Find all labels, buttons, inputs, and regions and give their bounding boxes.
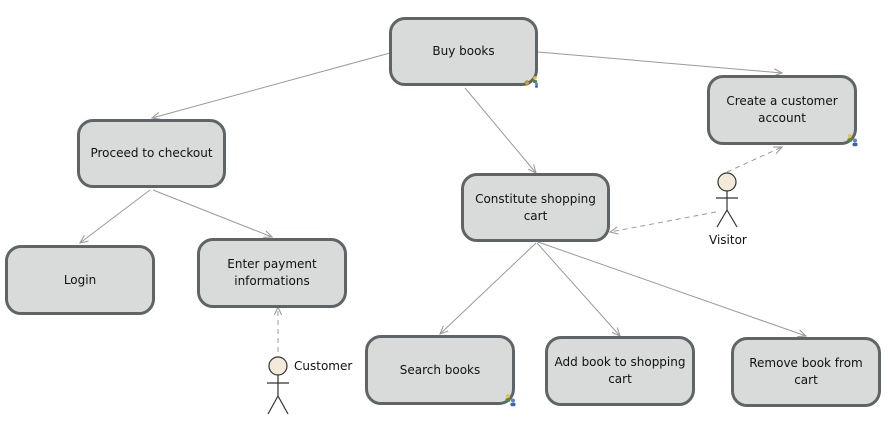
edge-visitor-to-cart	[610, 211, 717, 232]
node-create-customer-account[interactable]: Create a customer account	[707, 75, 858, 147]
edge-visitor-to-account	[726, 147, 782, 173]
node-constitute-shopping-cart-label: Constitute shopping cart	[475, 191, 596, 223]
node-buy-books[interactable]: Buy books	[389, 17, 538, 88]
node-proceed-to-checkout[interactable]: Proceed to checkout	[77, 119, 226, 188]
node-remove-book-from-cart[interactable]: Remove book from cart	[731, 337, 881, 407]
node-create-customer-account-label: Create a customer account	[726, 94, 838, 125]
node-enter-payment-informations-label: Enter payment informations	[227, 257, 317, 288]
edge-buy-to-cart	[464, 87, 536, 173]
edge-buy-to-account	[537, 51, 782, 73]
edge-buy-to-checkout	[152, 52, 391, 118]
edge-cart-to-remove	[537, 241, 806, 336]
node-constitute-shopping-cart[interactable]: Constitute shopping cart	[461, 173, 610, 242]
edge-cart-to-search	[440, 242, 537, 334]
node-add-book-to-shopping-cart[interactable]: Add book to shopping cart	[545, 336, 695, 406]
node-enter-payment-informations[interactable]: Enter payment informations	[197, 238, 347, 308]
edge-checkout-to-payment	[152, 189, 272, 237]
node-search-books-label: Search books	[399, 362, 481, 377]
node-proceed-to-checkout-label: Proceed to checkout	[90, 146, 213, 160]
node-search-books[interactable]: Search books	[365, 335, 516, 407]
node-login-label: Login	[63, 272, 97, 287]
node-buy-books-label: Buy books	[432, 44, 495, 58]
node-add-book-to-shopping-cart-label: Add book to shopping cart	[554, 355, 686, 386]
customer-actor-icon[interactable]	[263, 356, 293, 416]
node-login[interactable]: Login	[5, 245, 155, 315]
visitor-actor-icon[interactable]	[712, 172, 742, 230]
visitor-actor-label: Visitor	[709, 233, 747, 247]
customer-actor-label: Customer	[294, 359, 353, 373]
edge-checkout-to-login	[80, 189, 151, 243]
node-remove-book-from-cart-label: Remove book from cart	[749, 356, 863, 387]
edge-cart-to-add	[536, 242, 620, 336]
